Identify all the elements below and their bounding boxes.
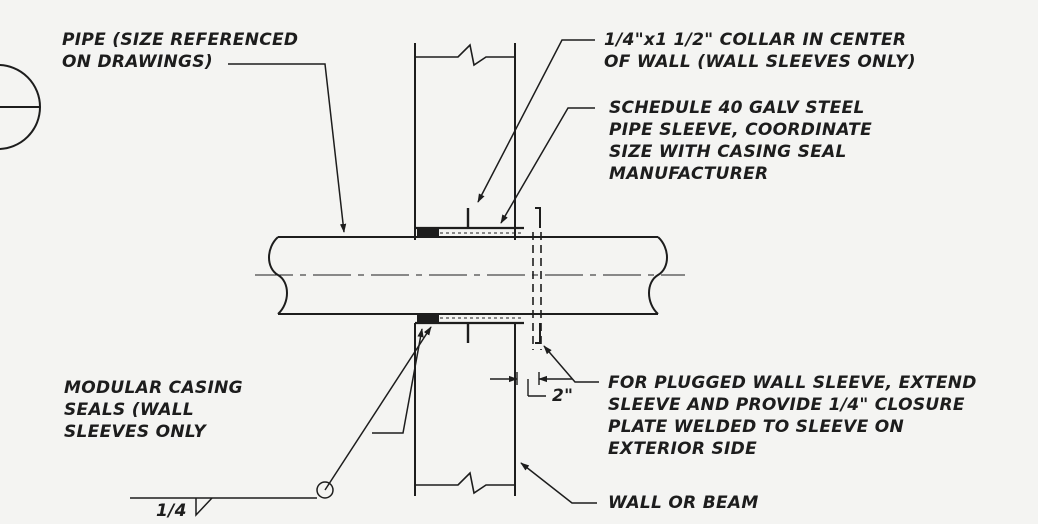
plugged-sleeve-callout-line-2: SLEEVE AND PROVIDE 1/4" CLOSURE <box>608 395 965 415</box>
dimension-2in <box>490 372 572 397</box>
casing-seals <box>417 228 439 323</box>
collar-callout-line-2: OF WALL (WALL SLEEVES ONLY) <box>604 52 916 72</box>
plugged-sleeve-callout-line-3: PLATE WELDED TO SLEEVE ON <box>608 417 905 437</box>
weld-size-label: 1/4 <box>156 500 187 522</box>
sleeve-callout-line-2: PIPE SLEEVE, COORDINATE <box>609 120 872 140</box>
casing-seals-callout: MODULAR CASING SEALS (WALL SLEEVES ONLY <box>64 377 243 443</box>
weld-symbol <box>130 481 334 517</box>
sleeve-callout: SCHEDULE 40 GALV STEEL PIPE SLEEVE, COOR… <box>609 97 872 185</box>
pipe-callout-line-2: ON DRAWINGS) <box>62 52 213 72</box>
section-symbol <box>0 64 41 150</box>
sleeve-callout-line-3: SIZE WITH CASING SEAL <box>609 142 847 162</box>
plugged-sleeve-callout-line-4: EXTERIOR SIDE <box>608 439 757 459</box>
pipe-callout: PIPE (SIZE REFERENCED ON DRAWINGS) <box>62 29 298 73</box>
wall-section <box>414 43 516 496</box>
collar-callout-line-1: 1/4"x1 1/2" COLLAR IN CENTER <box>604 30 907 50</box>
dimension-label: 2" <box>552 385 573 407</box>
wall-callout: WALL OR BEAM <box>608 492 759 514</box>
casing-seals-callout-line-3: SLEEVES ONLY <box>64 422 207 442</box>
wall-callout-text: WALL OR BEAM <box>608 493 759 513</box>
pipe <box>255 236 685 315</box>
dimension-value: 2" <box>552 386 574 406</box>
weld-size-value: 1/4 <box>156 501 187 521</box>
plugged-sleeve-callout-line-1: FOR PLUGGED WALL SLEEVE, EXTEND <box>608 373 977 393</box>
plugged-sleeve-callout: FOR PLUGGED WALL SLEEVE, EXTEND SLEEVE A… <box>608 372 977 460</box>
sleeve-callout-line-1: SCHEDULE 40 GALV STEEL <box>609 98 865 118</box>
casing-seals-callout-line-1: MODULAR CASING <box>64 378 243 398</box>
leader-lines <box>228 39 599 504</box>
casing-seals-callout-line-2: SEALS (WALL <box>64 400 195 420</box>
pipe-callout-line-1: PIPE (SIZE REFERENCED <box>62 30 299 50</box>
collar-callout: 1/4"x1 1/2" COLLAR IN CENTER OF WALL (WA… <box>604 29 916 73</box>
closure-plate <box>532 232 542 350</box>
sleeve-callout-line-4: MANUFACTURER <box>609 164 769 184</box>
